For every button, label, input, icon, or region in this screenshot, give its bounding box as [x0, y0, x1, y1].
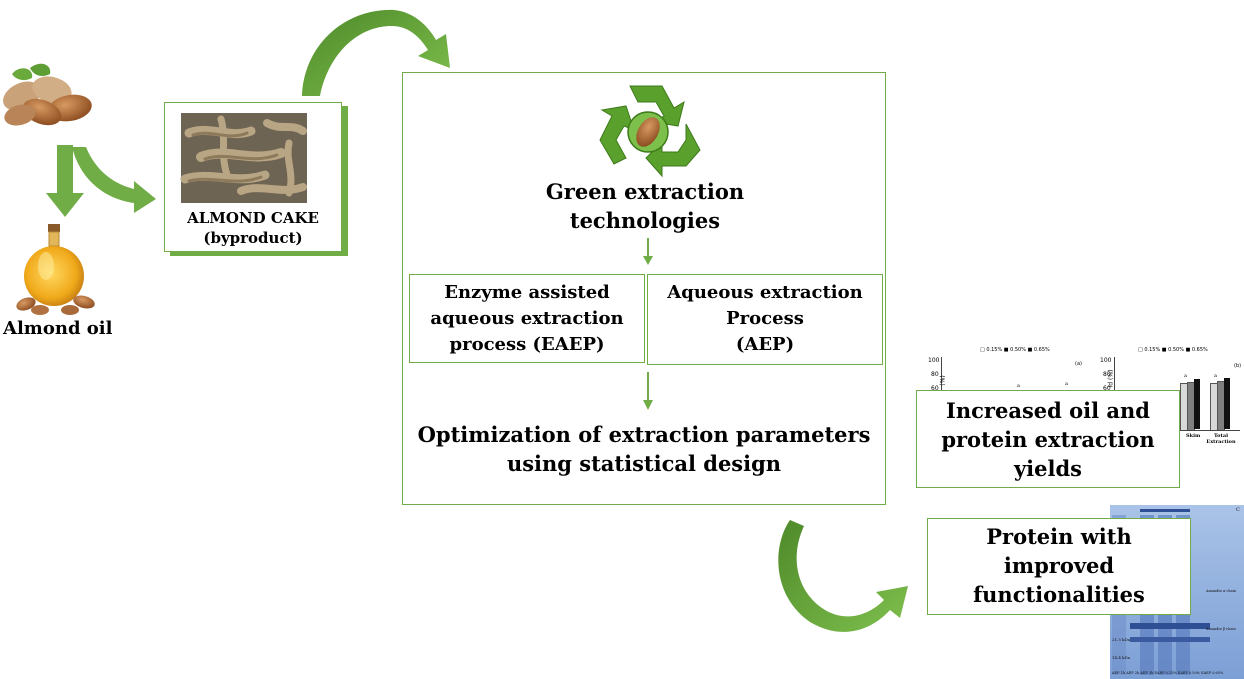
protein-line3: functionalities [973, 582, 1145, 607]
protein-line2: improved [1003, 553, 1115, 578]
chart-a-ylabel: (%) [939, 375, 947, 386]
chart-b-bar-letters-1: a [1184, 373, 1190, 379]
chart-a-bar-letters-2: a [1065, 381, 1068, 387]
aep-line2: Process [726, 308, 804, 329]
almond-cake-label-line1: ALMOND CAKE [187, 209, 319, 227]
yield-line2: protein extraction [941, 427, 1155, 452]
almond-cake-label-line2: (byproduct) [203, 229, 303, 247]
down-arrow-to-oil [46, 145, 84, 217]
gel-marker-bottom: 14.4 kDa [1112, 655, 1131, 660]
aep-line1: Aqueous extraction [667, 282, 863, 303]
chart-b-panel-label: (b) [1234, 363, 1242, 369]
almond-oil-bottle-image [16, 224, 95, 315]
chart-b-cat-skim: Skim [1186, 433, 1201, 439]
chart-a-yaxis [941, 357, 942, 417]
gel-lane-labels: AEP 1h AEP 2h AEP 3h EAEP 0.15% EAEP 0.5… [1112, 671, 1224, 675]
eaep-line2: aqueous extraction [430, 308, 624, 329]
gel-band-beta [1130, 637, 1210, 642]
protein-box [927, 518, 1191, 615]
aep-box [647, 274, 883, 365]
eaep-line1: Enzyme assisted [444, 282, 610, 303]
chart-b-bar-total-3 [1224, 378, 1230, 429]
almonds-image [3, 63, 92, 126]
gel-corner-label: C [1236, 507, 1240, 513]
chart-b-cat-total: Total Extraction [1206, 433, 1236, 445]
eaep-box [409, 274, 645, 363]
gel-marker-top: 21.5 kDa [1112, 637, 1131, 642]
gel-band-alpha [1130, 623, 1210, 629]
chart-a-tick-100: 100 [928, 357, 940, 364]
chart-b-tick-60: 60 [1103, 385, 1111, 392]
yield-line3: yields [1013, 456, 1083, 481]
small-arrow-to-optimization [643, 372, 653, 410]
chart-a-panel-label: (a) [1075, 361, 1082, 367]
optimization-line1: Optimization of extraction parameters [417, 422, 871, 447]
gel-band-top [1140, 509, 1190, 512]
chart-a-bar-letters-1: a [1017, 383, 1023, 389]
chart-b-bar-skim-3 [1194, 379, 1200, 429]
chart-b-tick-100: 100 [1100, 357, 1112, 364]
chart-b-legend: □ 0.15% ■ 0.50% ■ 0.65% [1138, 347, 1208, 353]
almond-cake-box: ALMOND CAKE (byproduct) [164, 102, 342, 252]
curved-arrow-to-cake [72, 147, 156, 213]
almond-oil-label: Almond oil [3, 318, 113, 339]
gel-band-alpha-label: Amandin α-chain [1206, 589, 1237, 593]
chart-b-ylabel: ld (%) [1107, 369, 1115, 388]
protein-line1: Protein with [986, 524, 1132, 549]
optimization-line2: using statistical design [506, 451, 782, 476]
eaep-line3: process (EAEP) [449, 334, 605, 355]
chart-b-tick-80: 80 [1103, 371, 1111, 378]
arc-arrow-to-green-extraction [302, 9, 450, 96]
chart-a-tick-80: 80 [931, 371, 939, 378]
recycle-almond-icon [599, 85, 701, 178]
green-extraction-title-line2: technologies [569, 208, 721, 233]
chart-a-tick-60: 60 [931, 385, 939, 392]
yield-line1: Increased oil and [946, 398, 1150, 423]
yield-box [916, 390, 1180, 488]
arc-arrow-to-protein [778, 520, 908, 632]
chart-b-bar-letters-2: a [1214, 373, 1220, 379]
small-arrow-to-methods [643, 238, 653, 265]
gel-band-beta-label: Amandin β-chain [1206, 627, 1236, 631]
aep-line3: (AEP) [735, 334, 795, 355]
green-extraction-title-line1: Green extraction [545, 179, 745, 204]
chart-a-legend: □ 0.15% ■ 0.50% ■ 0.65% [980, 347, 1050, 353]
almond-cake-image [180, 113, 307, 203]
